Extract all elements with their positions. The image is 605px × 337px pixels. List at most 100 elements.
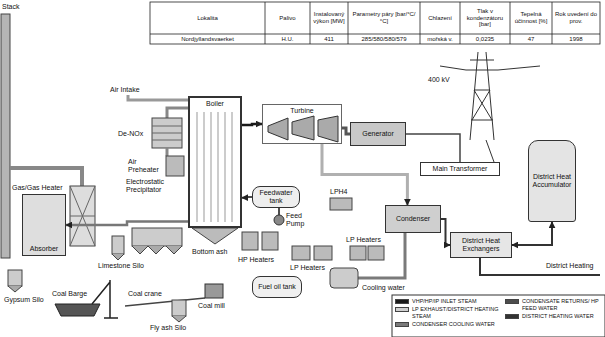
table-cell: Parametry páry [bar/°C/°C] bbox=[349, 3, 419, 33]
legend-item: LP EXHAUST/DISTRICT HEATING STEAM bbox=[395, 306, 503, 319]
pipe-connector bbox=[441, 219, 450, 245]
legend-item: CONDENSATE RETURNS/ HP FEED WATER bbox=[505, 298, 603, 311]
coal-mill bbox=[205, 284, 223, 298]
part-label: Air Preheater bbox=[128, 158, 164, 174]
table-rule bbox=[265, 2, 266, 44]
feed-pump bbox=[274, 215, 284, 225]
table-cell: 411 bbox=[311, 35, 347, 43]
pipe-connector bbox=[242, 124, 262, 125]
legend-swatch bbox=[395, 307, 409, 312]
table-cell: Lokalita bbox=[151, 3, 264, 33]
air-preheater bbox=[166, 156, 184, 176]
flue-duct bbox=[10, 168, 82, 186]
equipment-box: Fuel oil tank bbox=[252, 276, 302, 298]
pipe-connector bbox=[322, 144, 407, 205]
part-label: Coal Barge bbox=[52, 290, 94, 298]
table-rule bbox=[510, 2, 511, 44]
silo-cone bbox=[8, 286, 22, 292]
bottom-ash-hopper bbox=[192, 228, 238, 244]
limestone-silo bbox=[112, 236, 124, 254]
equipment-name: Generator bbox=[362, 130, 394, 138]
part-label: Bottom ash bbox=[192, 248, 236, 256]
table-cell: Chlazení bbox=[421, 3, 459, 33]
part-label: Stack bbox=[2, 3, 26, 11]
equipment-name: Condenser bbox=[396, 215, 430, 223]
coal-conveyor bbox=[125, 298, 205, 306]
coal-barge bbox=[55, 304, 100, 316]
feed-pipe bbox=[278, 208, 280, 215]
table-rule bbox=[420, 2, 421, 44]
table-cell: 0,0235 bbox=[461, 35, 509, 43]
data-table bbox=[150, 2, 600, 44]
pipe-connector bbox=[242, 196, 252, 199]
legend-text: CONDENSER COOLING WATER bbox=[412, 321, 495, 328]
equipment-name: District Heat Exchangers bbox=[453, 237, 509, 253]
part-label: Air Intake bbox=[110, 86, 150, 94]
equipment-box: Feedwater tank bbox=[252, 186, 300, 208]
denox-layers bbox=[152, 126, 182, 140]
gypsum-silo bbox=[8, 270, 22, 286]
pipe-connector bbox=[342, 128, 350, 134]
part-label: Feed Pump bbox=[286, 212, 314, 228]
equipment-name: Turbine bbox=[290, 107, 313, 115]
table-cell: 1998 bbox=[553, 35, 599, 43]
table-cell: H.U. bbox=[266, 35, 309, 43]
pipe-connector bbox=[512, 222, 552, 245]
gas-heater bbox=[70, 186, 95, 246]
part-label: LP Heaters bbox=[346, 236, 392, 244]
silo-cone bbox=[172, 316, 186, 322]
legend-swatch bbox=[505, 299, 519, 304]
equipment-name: Absorber bbox=[30, 245, 58, 253]
pipe-connector bbox=[66, 221, 188, 225]
legend-item: DISTRICT HEATING WATER bbox=[505, 313, 603, 320]
legend-text: LP EXHAUST/DISTRICT HEATING STEAM bbox=[412, 306, 503, 319]
power-line bbox=[440, 66, 540, 162]
table-cell: Nordjyllandsvaerket bbox=[151, 35, 264, 43]
part-label: Gypsum Silo bbox=[4, 296, 52, 304]
table-cell: 47 bbox=[511, 35, 551, 43]
hp-heater bbox=[242, 232, 258, 250]
part-label: Coal crane bbox=[128, 290, 170, 298]
part-label: 400 kV bbox=[428, 76, 458, 84]
air-intake-pipe bbox=[128, 95, 188, 100]
part-label: LP Heaters bbox=[290, 264, 336, 272]
equipment-name: Boiler bbox=[206, 100, 224, 108]
hp-heater bbox=[262, 232, 278, 250]
legend-frame bbox=[392, 295, 605, 337]
table-cell: Tlak v kondenzátoru [bar] bbox=[461, 3, 509, 33]
precipitator-hoppers bbox=[132, 246, 182, 254]
gas-heater-detail bbox=[70, 186, 95, 246]
legend-swatch bbox=[395, 322, 409, 327]
table-frame bbox=[150, 2, 600, 44]
lp-heater bbox=[314, 246, 332, 260]
table-rule bbox=[460, 2, 461, 44]
lp-heater bbox=[368, 246, 384, 260]
lp-heater bbox=[350, 246, 366, 260]
legend-swatch bbox=[505, 314, 519, 319]
part-label: De-NOx bbox=[118, 130, 150, 138]
table-rule bbox=[310, 2, 311, 44]
part-label: HP Heaters bbox=[238, 256, 284, 264]
equipment-box: Turbine bbox=[262, 104, 342, 144]
gas-duct bbox=[166, 148, 169, 156]
equipment-box: Condenser bbox=[385, 205, 441, 233]
equipment-box: Absorber bbox=[22, 194, 66, 256]
table-cell: Tepelná účinnost [%] bbox=[511, 3, 551, 33]
part-label: Gas/Gas Heater bbox=[12, 184, 70, 192]
denox-reactor bbox=[152, 118, 182, 148]
legend-text: VHP/HP/IP INLET STEAM bbox=[412, 298, 477, 305]
legend-swatch bbox=[395, 299, 409, 304]
part-label: Cooling water bbox=[362, 284, 414, 292]
equipment-name: Main Transformer bbox=[433, 165, 488, 173]
part-label: Coal mill bbox=[198, 302, 236, 310]
silo-cone bbox=[112, 254, 124, 260]
table-rule bbox=[552, 2, 553, 44]
table-cell: 285/580/580/579 bbox=[349, 35, 419, 43]
table-cell: Palivo bbox=[266, 3, 309, 33]
part-label: LPH4 bbox=[330, 188, 354, 196]
stack-chimney bbox=[1, 14, 10, 258]
equipment-name: Feedwater tank bbox=[255, 189, 297, 205]
equipment-box: Main Transformer bbox=[420, 162, 500, 176]
